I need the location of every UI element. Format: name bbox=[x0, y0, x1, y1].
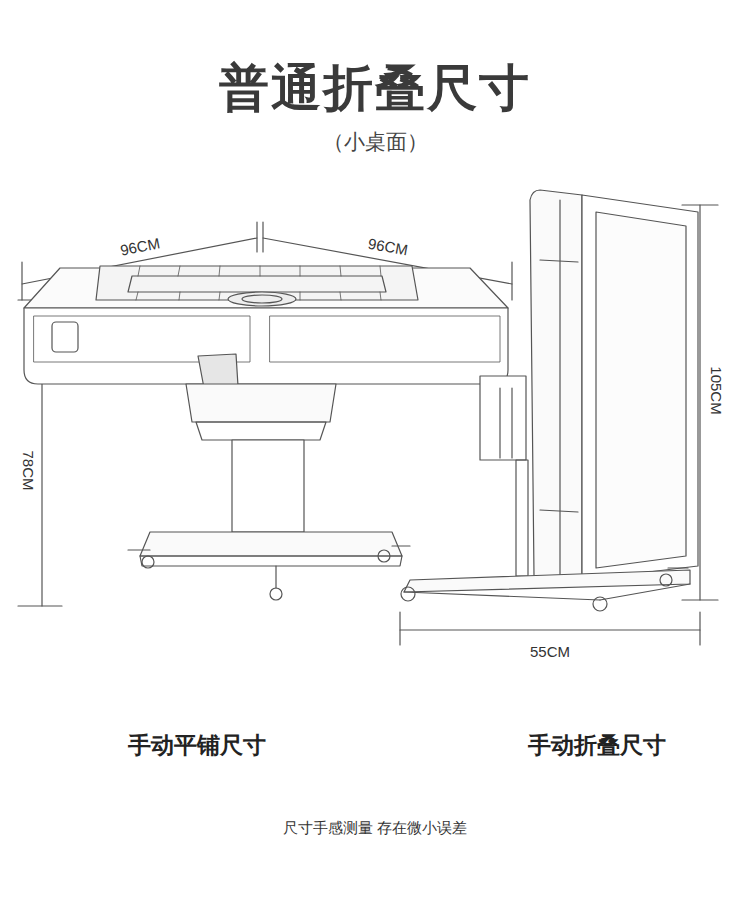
view-heading: 手动折叠尺寸 bbox=[528, 730, 666, 761]
subtitle: （小桌面） bbox=[323, 128, 428, 156]
dimension-label: 55CM bbox=[530, 643, 570, 660]
dimension-label: 78CM bbox=[19, 450, 36, 490]
dimension-lines bbox=[18, 205, 718, 645]
view-heading: 手动平铺尺寸 bbox=[128, 730, 266, 761]
dimension-label: 96CM bbox=[367, 234, 409, 258]
folded-table bbox=[401, 190, 698, 611]
caption: 尺寸手感测量 存在微小误差 bbox=[283, 819, 468, 838]
dimension-label: 105CM bbox=[707, 366, 724, 414]
flat-table bbox=[24, 266, 508, 600]
page-title: 普通折叠尺寸 bbox=[219, 55, 531, 122]
dimension-label: 96CM bbox=[119, 234, 162, 258]
